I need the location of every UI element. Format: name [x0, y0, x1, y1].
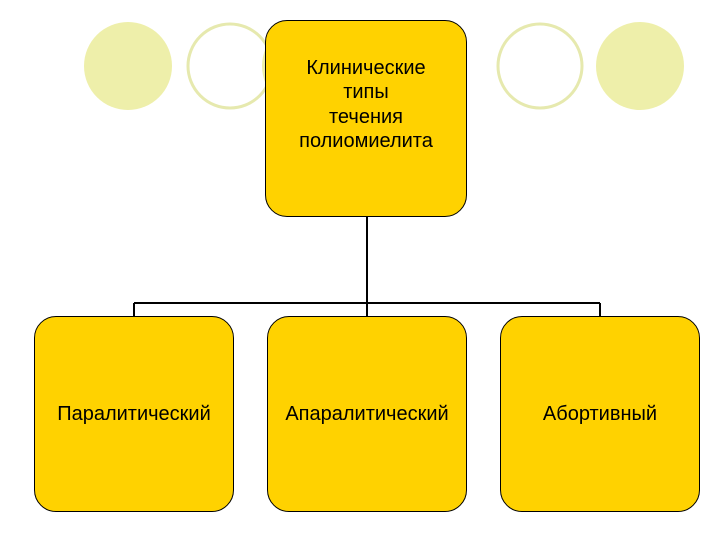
root-label-line-4: полиомиелита	[299, 130, 433, 153]
child-node-paralytic: Паралитический	[34, 316, 234, 512]
child-node-abortive: Абортивный	[500, 316, 700, 512]
decorative-circle-outline	[496, 22, 584, 110]
child-node-label: Абортивный	[542, 402, 658, 425]
child-node-label: Апаралитический	[285, 402, 449, 425]
root-label-line-1: Клинические	[306, 57, 426, 79]
child-node-aparalytic: Апаралитический	[267, 316, 467, 512]
child-node-label: Паралитический	[57, 402, 211, 425]
decorative-circle-filled	[84, 22, 172, 110]
decorative-circle-filled	[596, 22, 684, 110]
root-node: Клинические типы течения полиомиелита	[265, 20, 467, 217]
root-label-line-3: течения	[329, 105, 403, 128]
root-label-line-2: типы	[343, 81, 389, 104]
decorative-circle-outline	[186, 22, 274, 110]
root-node-label: Клинические типы течения полиомиелита	[266, 56, 466, 154]
